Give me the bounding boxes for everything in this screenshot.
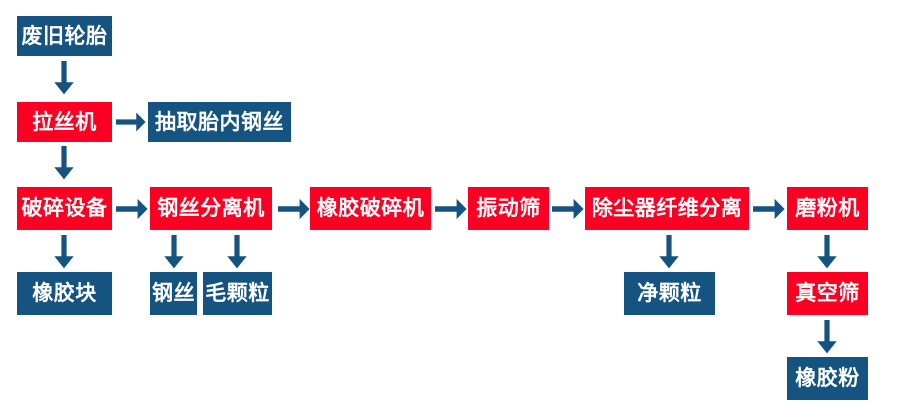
node-clean-granule: 净颗粒 [624, 272, 715, 315]
arrow-down-icon-vacuum-screen-to-rubber-powder [811, 320, 843, 354]
arrow-down-icon-crushing-equipment-to-rubber-block [48, 235, 80, 269]
arrow-down-icon-waste-tire-to-wire-drawing [48, 61, 80, 95]
arrow-right-icon-crushing-equipment-to-wire-separator [116, 193, 148, 225]
node-fluff-granule: 毛颗粒 [203, 272, 272, 315]
node-rubber-block: 橡胶块 [17, 272, 112, 315]
node-waste-tire: 废旧轮胎 [17, 16, 112, 56]
arrow-down-icon-wire-separator-to-fluff-granule [221, 235, 253, 269]
arrow-right-icon-wire-separator-to-rubber-crusher [278, 193, 310, 225]
arrow-right-icon-dust-fiber-to-pulverizer [753, 193, 785, 225]
node-dust-fiber-separator: 除尘器纤维分离 [585, 187, 749, 230]
arrow-right-icon-rubber-crusher-to-vibrating-screen [435, 193, 467, 225]
node-pulverizer: 磨粉机 [787, 187, 868, 230]
arrow-right-icon-vibrating-screen-to-dust-fiber [552, 193, 584, 225]
arrow-right-icon-wire-drawing-to-extract-bead-wire [116, 107, 146, 137]
node-rubber-powder: 橡胶粉 [787, 357, 868, 400]
node-crushing-equipment: 破碎设备 [17, 187, 112, 230]
node-wire-drawing: 拉丝机 [17, 102, 112, 142]
node-wire-separator: 钢丝分离机 [150, 187, 272, 230]
node-steel-wire: 钢丝 [150, 272, 197, 315]
arrow-down-icon-wire-separator-to-steel-wire [158, 235, 190, 269]
node-vacuum-screen: 真空筛 [787, 272, 868, 315]
arrow-down-icon-wire-drawing-to-crushing-equipment [48, 146, 80, 180]
node-extract-bead-wire: 抽取胎内钢丝 [148, 102, 291, 142]
arrow-down-icon-dust-fiber-to-clean-granule [653, 235, 685, 269]
arrow-down-icon-pulverizer-to-vacuum-screen [811, 235, 843, 269]
node-vibrating-screen: 振动筛 [468, 187, 549, 230]
node-rubber-crusher: 橡胶破碎机 [310, 187, 431, 230]
